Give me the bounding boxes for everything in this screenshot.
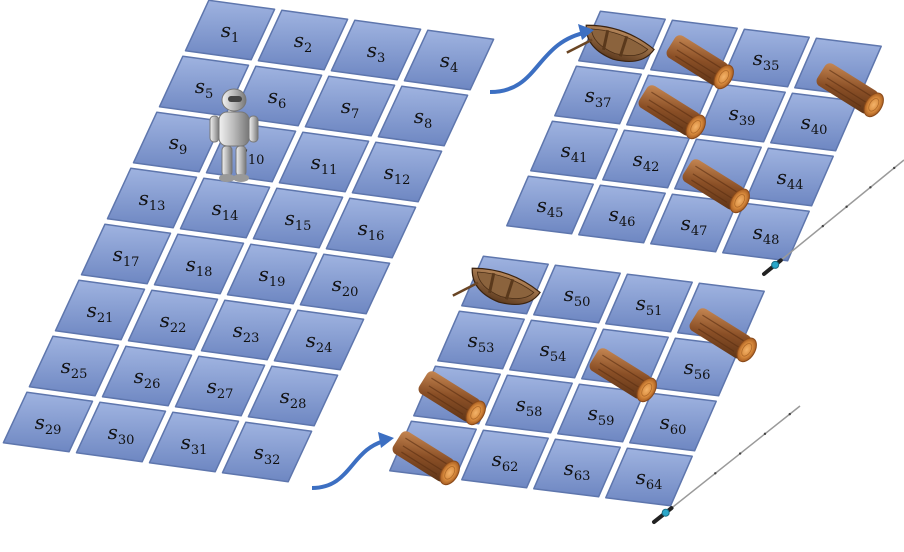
grid-tile <box>699 84 785 142</box>
grid-tile <box>129 290 218 349</box>
grid-tile <box>462 430 548 488</box>
grid-tile <box>438 311 524 369</box>
grid-tile <box>56 280 145 339</box>
grid-tile <box>579 185 665 243</box>
grid-layer: s1s2s3s4s5s6s7s8s9s10s11s12s13s14s15s16s… <box>3 0 881 506</box>
grid-tile <box>606 274 692 332</box>
grid-tile <box>534 439 620 497</box>
grid-tile <box>274 310 363 369</box>
grid-tile <box>181 178 270 237</box>
grid-tile <box>202 300 291 359</box>
grid-tile <box>486 375 572 433</box>
grid-tile <box>723 29 809 87</box>
grid-tile <box>176 356 265 415</box>
grid-tile <box>108 168 197 227</box>
grid-tile <box>507 176 593 234</box>
grid-tile <box>29 336 118 395</box>
grid-tile <box>223 422 312 481</box>
grid-tile <box>103 346 192 405</box>
grid-tile <box>747 148 833 206</box>
grid-tile <box>534 265 620 323</box>
grid-tile <box>771 93 857 151</box>
grid-tile <box>228 244 317 303</box>
grid-tile <box>606 448 692 506</box>
grid-tile <box>555 66 641 124</box>
grid-tile <box>155 234 244 293</box>
grid-tile <box>510 320 596 378</box>
grid-tile <box>300 254 389 313</box>
transition-arrowhead-s32 <box>378 432 394 448</box>
grid-tile <box>352 142 441 201</box>
grid-tile <box>603 130 689 188</box>
grid-tile <box>77 402 166 461</box>
grid-tile <box>326 198 415 257</box>
grid-tile <box>82 224 171 283</box>
grid-tile <box>253 188 342 247</box>
transition-arrow-s32 <box>312 440 388 488</box>
grid-tile <box>150 412 239 471</box>
grid-tile <box>279 132 368 191</box>
grid-tile <box>531 121 617 179</box>
grid-tile <box>248 366 337 425</box>
grid-tile <box>3 392 92 451</box>
